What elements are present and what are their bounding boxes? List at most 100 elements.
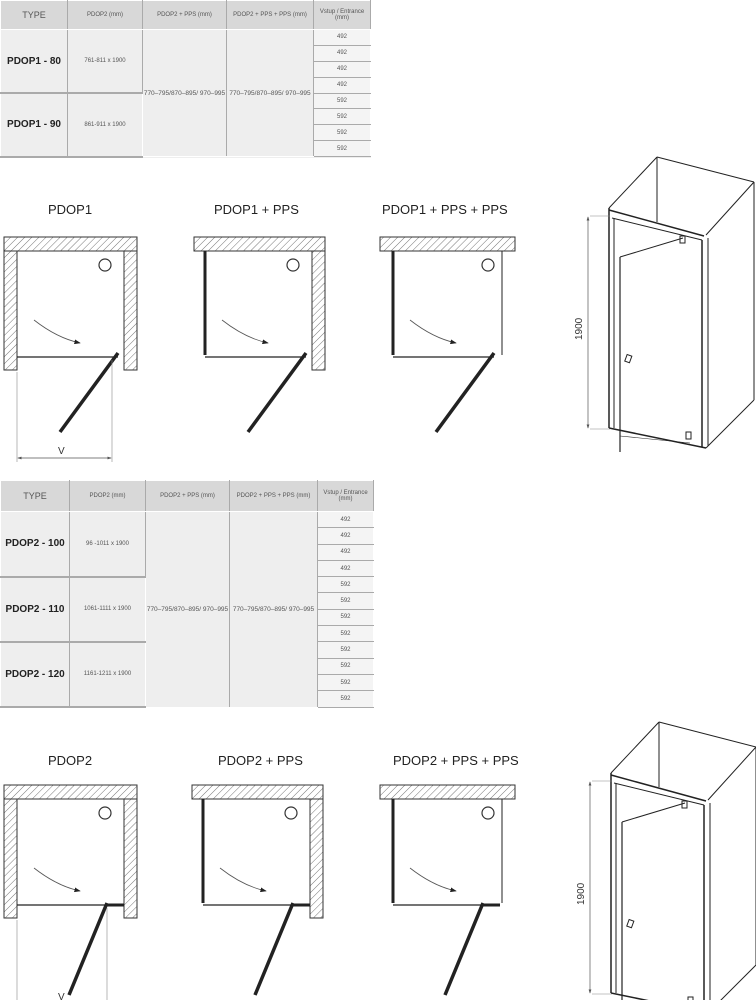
wall-hatched — [3, 236, 138, 252]
floor-plan-single — [3, 236, 138, 462]
enclosure-edge — [613, 782, 705, 806]
entrance-cell: 592 — [317, 608, 374, 627]
hinge-icon — [681, 800, 688, 809]
type-cell: PDOP2 - 100 — [0, 510, 70, 578]
door-swing-arrow-icon — [409, 867, 457, 893]
enclosure-edge — [705, 181, 755, 236]
column-header: PDOP2 + PPS + PPS (mm) — [229, 480, 318, 512]
dimension-cell: 1061-1111 x 1900 — [69, 576, 146, 643]
wall-hatched — [193, 236, 326, 252]
pps-range-cell: 770–795/870–895/ 970–995 — [145, 511, 230, 708]
door-swing-arrow-icon — [33, 319, 81, 345]
door-panel — [67, 902, 109, 996]
door-swing-arrow-icon — [409, 319, 457, 345]
dimension-label-v: V — [58, 446, 65, 457]
hinge-icon — [687, 996, 694, 1000]
wall-hatched — [309, 798, 324, 919]
wall-hatched — [123, 250, 138, 371]
wall-hatched — [123, 798, 138, 919]
entrance-cell: 592 — [317, 673, 374, 692]
enclosure-edge — [658, 721, 756, 748]
shower-drain-icon — [481, 806, 495, 820]
enclosure-edge — [610, 721, 660, 774]
type-cell: PDOP1 - 80 — [0, 29, 68, 95]
door-swing-arrow-icon — [221, 319, 269, 345]
floor-plan-pps — [191, 784, 324, 996]
door-handle-icon — [626, 918, 635, 929]
shower-drain-icon — [98, 806, 112, 820]
wall-hatched — [191, 784, 324, 800]
door-edge — [619, 237, 684, 258]
diagram-title-pdop2-pps-pps: PDOP2 + PPS + PPS — [393, 753, 519, 768]
table-row: 492 — [1, 543, 374, 561]
table-row: 592 — [1, 124, 371, 142]
table-row: 592 — [1, 673, 374, 692]
entrance-cell: 492 — [313, 60, 371, 78]
entrance-cell: 492 — [313, 44, 371, 62]
enclosure-edge — [608, 156, 658, 209]
wall-hatched — [3, 250, 18, 371]
table-row: 492 — [1, 60, 371, 78]
column-header: PDOP2 + PPS + PPS (mm) — [226, 0, 314, 30]
entrance-cell: 592 — [317, 690, 374, 708]
door-panel — [58, 351, 120, 434]
dimension-cell: 96 -1011 x 1900 — [69, 510, 146, 578]
column-header: PDOP2 (mm) — [69, 480, 146, 512]
column-header: TYPE — [0, 480, 70, 512]
frame-bottom — [608, 427, 707, 449]
table-row: 592 — [1, 108, 371, 126]
frame-bottom — [610, 992, 649, 1000]
wall-hatched — [379, 236, 516, 252]
hinge-icon — [679, 235, 686, 244]
door-panel — [253, 902, 295, 996]
door-panel — [443, 902, 485, 996]
floor-plan-pps2 — [379, 236, 516, 434]
diagram-title-pdop1-pps-pps: PDOP1 + PPS + PPS — [382, 202, 508, 217]
entrance-cell: 492 — [317, 543, 374, 561]
door-swing-arrow-icon — [219, 867, 267, 893]
door-edge — [619, 435, 691, 444]
wall-hatched — [3, 798, 18, 919]
table-row: 592 — [1, 140, 371, 158]
entrance-cell: 592 — [317, 657, 374, 675]
column-header: TYPE — [0, 0, 68, 30]
diagram-title-pdop1: PDOP1 — [48, 202, 93, 217]
pps-range-cell: 770–795/870–895/ 970–995 — [142, 28, 227, 158]
column-header: PDOP2 (mm) — [67, 0, 143, 30]
shower-drain-icon — [286, 258, 300, 272]
wall-hatched — [311, 250, 326, 371]
enclosure-edge — [611, 217, 703, 241]
hinge-icon — [685, 431, 692, 440]
type-cell: PDOP1 - 90 — [0, 92, 68, 158]
dimension-cell: 861-911 x 1900 — [67, 92, 143, 158]
shower-drain-icon — [481, 258, 495, 272]
frame-top — [608, 209, 705, 237]
shower-drain-icon — [284, 806, 298, 820]
entrance-cell: 492 — [313, 29, 371, 46]
door-panel — [434, 351, 496, 434]
floor-plan-pps — [193, 236, 326, 434]
floor-plan-single — [3, 784, 138, 1000]
entrance-cell: 492 — [317, 510, 374, 529]
height-label-1900: 1900 — [576, 882, 587, 905]
column-header: Vstup / Entrance (mm) — [313, 0, 371, 30]
door-swing-arrow-icon — [33, 867, 81, 893]
entrance-cell: 592 — [317, 592, 374, 610]
door-panel — [246, 351, 308, 434]
pps-pps-range-cell: 770–795/870–895/ 970–995 — [229, 511, 318, 708]
dimension-label-v: V — [58, 992, 65, 1000]
wall-hatched — [3, 784, 138, 800]
entrance-cell: 592 — [313, 140, 371, 158]
height-label-1900: 1900 — [574, 317, 585, 340]
pps-pps-range-cell: 770–795/870–895/ 970–995 — [226, 28, 314, 158]
enclosure-edge — [707, 746, 756, 801]
door-handle-icon — [624, 353, 633, 364]
diagram-title-pdop2-pps: PDOP2 + PPS — [218, 753, 303, 768]
entrance-cell: 592 — [317, 641, 374, 659]
